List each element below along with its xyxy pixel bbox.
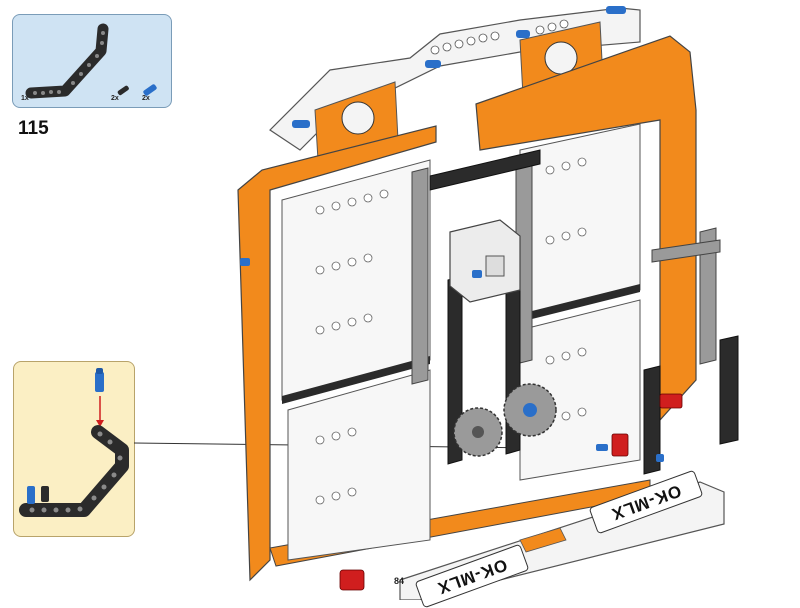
- black-pin-icon: [117, 85, 129, 96]
- license-plate-left: OK-MLX: [414, 543, 530, 608]
- bent-liftarm-icon: [25, 23, 109, 99]
- blue-pin-icon: [143, 84, 157, 96]
- part-qty-1: 1x: [21, 95, 29, 102]
- part-qty-3: 2x: [142, 95, 150, 102]
- arrow-down-icon: [96, 396, 104, 427]
- license-plate-right: OK-MLX: [588, 469, 704, 535]
- blue-pins: [240, 258, 664, 462]
- callout-pointer-line: [133, 442, 623, 450]
- motor-block: [449, 219, 521, 303]
- license-plate-left-text: OK-MLX: [434, 555, 510, 598]
- blue-pin-icon: [27, 486, 49, 504]
- black-beams: [429, 149, 739, 475]
- part-qty-2: 2x: [111, 95, 119, 102]
- bent-liftarm-icon: [19, 425, 129, 517]
- parts-illustration: [25, 23, 157, 99]
- subassembly-illustration: [19, 368, 129, 517]
- gray-beams: [411, 163, 721, 385]
- panel-holes: [315, 157, 587, 505]
- panel-separators: [282, 284, 640, 404]
- license-plate-right-text: OK-MLX: [608, 481, 684, 524]
- top-frame: [269, 6, 641, 161]
- blue-pin-icon: [95, 368, 104, 392]
- parts-list-box: 1x 2x 2x: [12, 14, 172, 108]
- subassembly-callout: [13, 361, 135, 537]
- white-panels: [281, 123, 641, 561]
- page-number: 84: [394, 576, 405, 586]
- step-number: 115: [18, 118, 49, 139]
- gears: [453, 383, 557, 457]
